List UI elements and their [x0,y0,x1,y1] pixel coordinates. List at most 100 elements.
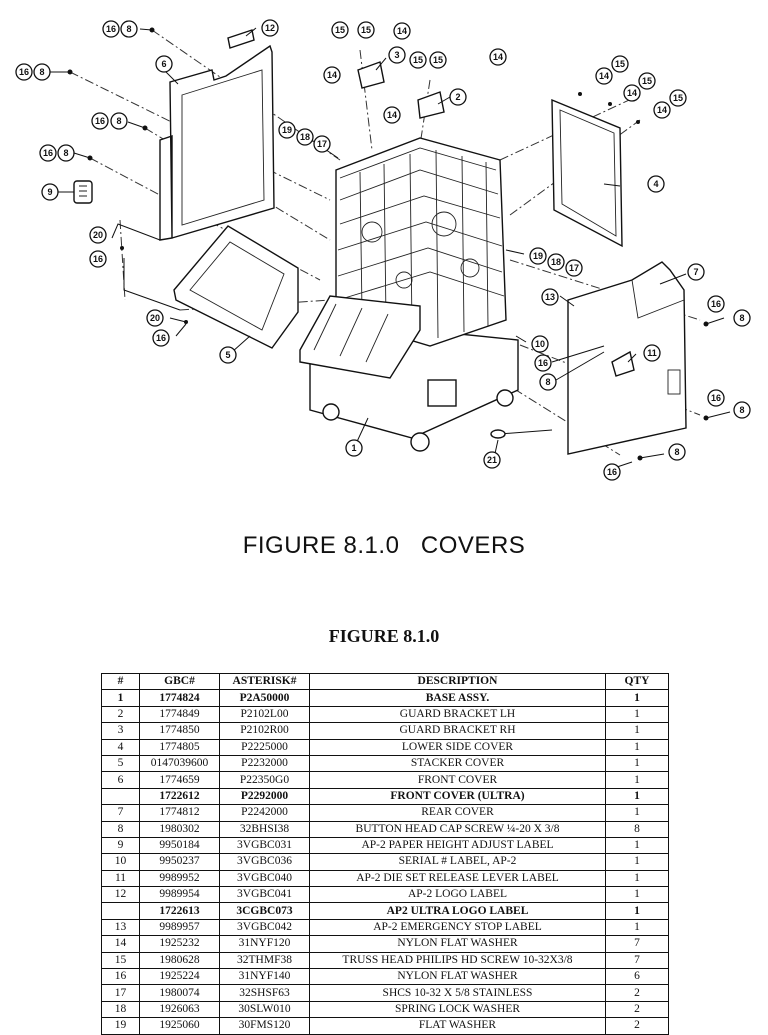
cell-gbc: 1925232 [139,935,220,953]
cell-description: AP2 ULTRA LOGO LABEL [309,902,606,920]
svg-text:8: 8 [739,405,744,415]
cell-qty: 1 [605,853,669,871]
callout-12: 12 [261,19,279,37]
exploded-parts-diagram: 16 8 12 15 15 14 3 14 15 15 14 2 14 16 8… [15,19,751,481]
cell-gbc: 9950184 [139,836,220,855]
cell-asterisk: 3VGBC040 [219,869,310,888]
cell-qty: 1 [605,738,669,756]
callout-8: 8 [668,443,686,461]
cell-gbc: 9989957 [139,918,220,937]
callout-20: 20 [89,226,107,244]
svg-text:17: 17 [317,139,327,149]
callout-14: 14 [595,67,613,85]
svg-text:15: 15 [335,25,345,35]
cell-description: SHCS 10-32 X 5/8 STAINLESS [309,984,606,1002]
svg-text:8: 8 [674,447,679,457]
callout-3: 3 [388,46,406,64]
cell-asterisk: 31NYF120 [219,935,310,953]
svg-text:17: 17 [569,263,579,273]
cell-number: 3 [101,722,140,740]
svg-text:16: 16 [93,254,103,264]
cell-qty: 1 [605,902,669,920]
cell-qty: 1 [605,689,669,707]
cell-description: FLAT WASHER [309,1017,606,1035]
cell-qty: 1 [605,771,669,789]
svg-text:11: 11 [647,348,657,358]
callout-18: 18 [296,128,314,146]
front-cover-part [159,44,275,241]
cell-qty: 1 [605,787,669,806]
cell-gbc: 1774659 [139,771,220,789]
cell-gbc: 1774805 [139,738,220,756]
cell-qty: 1 [605,886,669,904]
cell-description: NYLON FLAT WASHER [309,968,606,986]
svg-text:12: 12 [265,23,275,33]
svg-text:14: 14 [327,70,337,80]
callout-7: 7 [687,263,705,281]
callout-14: 14 [393,22,411,40]
cell-gbc: 1774850 [139,722,220,740]
callout-16: 16 [603,463,621,481]
callout-15: 15 [331,21,349,39]
cell-description: GUARD BRACKET LH [309,705,606,724]
cell-qty: 1 [605,836,669,855]
svg-text:20: 20 [93,230,103,240]
callout-15: 15 [638,72,656,90]
cell-gbc: 1926063 [139,1000,220,1019]
cell-asterisk: P2A50000 [219,689,310,707]
svg-text:15: 15 [413,55,423,65]
cell-description: BASE ASSY. [309,689,606,707]
svg-text:14: 14 [657,105,667,115]
cell-gbc: 9989952 [139,869,220,888]
cell-qty: 2 [605,984,669,1002]
callout-14: 14 [653,101,671,119]
cell-number: 5 [101,754,140,773]
callout-5: 5 [219,346,237,364]
cell-gbc: 1722612 [139,787,220,806]
callout-19: 19 [529,247,547,265]
callout-16: 16 [102,20,120,38]
cell-description: NYLON FLAT WASHER [309,935,606,953]
callout-21: 21 [483,451,501,469]
cell-gbc: 9989954 [139,886,220,904]
cell-asterisk: P22350G0 [219,771,310,789]
cell-asterisk: 30FMS120 [219,1017,310,1035]
svg-text:15: 15 [361,25,371,35]
callout-15: 15 [611,55,629,73]
svg-text:16: 16 [106,24,116,34]
cell-qty: 1 [605,918,669,937]
callout-15: 15 [429,51,447,69]
callout-14: 14 [323,66,341,84]
svg-text:13: 13 [545,292,555,302]
cell-qty: 7 [605,951,669,970]
cell-qty: 2 [605,1000,669,1019]
cell-gbc: 0147039600 [139,754,220,773]
cell-gbc: 1925060 [139,1017,220,1035]
cell-number: 1 [101,689,140,707]
cell-asterisk: P2242000 [219,804,310,822]
cell-gbc: 1774849 [139,705,220,724]
cell-qty: 8 [605,820,669,838]
cell-qty: 1 [605,705,669,724]
callout-8: 8 [733,309,751,327]
cell-description: FRONT COVER [309,771,606,789]
cell-gbc: 1774824 [139,689,220,707]
cell-qty: 1 [605,804,669,822]
cell-description: AP-2 DIE SET RELEASE LEVER LABEL [309,869,606,888]
callout-18: 18 [547,253,565,271]
svg-text:9: 9 [47,187,52,197]
cell-number: 4 [101,738,140,756]
cell-description: AP-2 LOGO LABEL [309,886,606,904]
cell-number: 11 [101,869,140,888]
callout-15: 15 [669,89,687,107]
svg-text:8: 8 [739,313,744,323]
svg-text:3: 3 [394,50,399,60]
svg-text:16: 16 [711,393,721,403]
